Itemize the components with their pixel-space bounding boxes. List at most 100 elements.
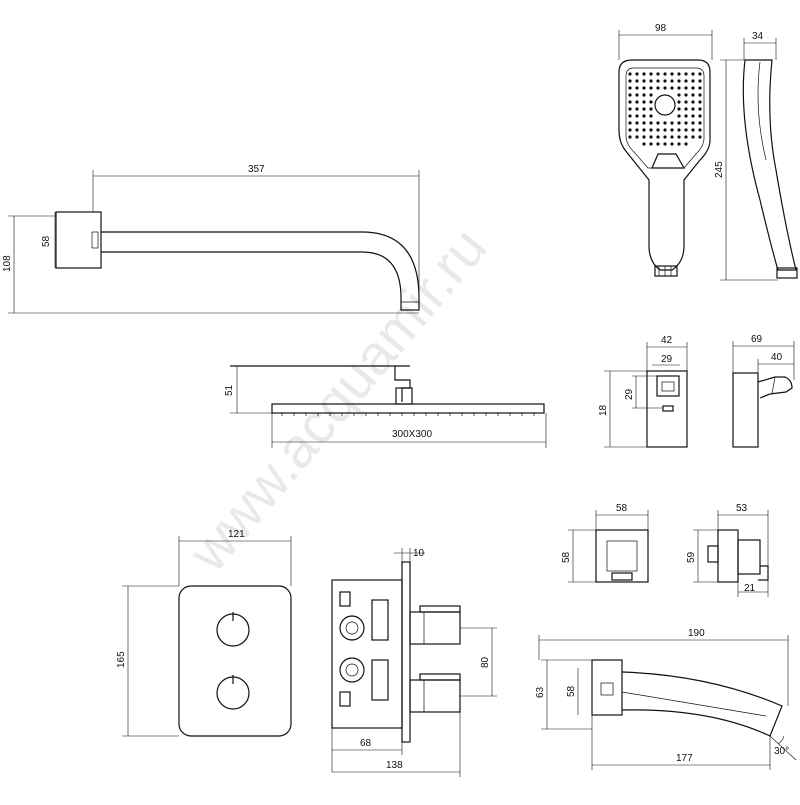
spray-nozzle — [642, 128, 646, 132]
mixer-body-drawing: 10 80 68 138 — [331, 548, 497, 777]
spray-nozzle — [635, 121, 639, 125]
spray-nozzle — [684, 135, 688, 139]
dim-head-width: 98 — [655, 23, 667, 34]
dim-spout-angle: 30° — [774, 746, 789, 757]
spray-nozzle — [628, 100, 632, 104]
spray-nozzle — [684, 93, 688, 97]
dim-spout-length: 190 — [688, 628, 705, 639]
dim-outlet-side: 59 — [686, 551, 697, 563]
dim-spout-height: 63 — [535, 686, 546, 698]
spray-nozzle — [649, 135, 653, 139]
holder-front-drawing: 42 29 29 18 — [598, 335, 688, 448]
spray-nozzle — [691, 135, 695, 139]
spray-nozzle — [635, 79, 639, 83]
spray-nozzle — [628, 128, 632, 132]
spray-nozzle — [670, 128, 674, 132]
spray-nozzle — [698, 128, 702, 132]
hand-shower-front-drawing: 98 — [618, 23, 713, 277]
spray-nozzle — [677, 93, 681, 97]
spray-nozzle — [663, 121, 667, 125]
dim-rain-size: 300X300 — [392, 429, 432, 440]
spray-nozzle — [677, 79, 681, 83]
spray-nozzle — [684, 128, 688, 132]
dim-body-depth: 68 — [360, 738, 372, 749]
spray-nozzle — [628, 72, 632, 76]
spray-nozzle — [684, 107, 688, 111]
watermark: www.acquamir.ru — [175, 216, 498, 584]
spray-nozzle — [677, 86, 681, 90]
rain-plate — [271, 403, 545, 414]
dim-head-depth: 34 — [752, 31, 764, 42]
spray-nozzle — [684, 121, 688, 125]
spray-nozzle — [698, 86, 702, 90]
dim-holder-side: 29 — [624, 388, 635, 400]
dim-panel-width: 121 — [228, 529, 245, 540]
dim-outlet-nipple: 21 — [744, 583, 756, 594]
spray-nozzle — [642, 100, 646, 104]
spray-nozzle — [691, 86, 695, 90]
thermostat-panel-drawing: 121 165 — [116, 529, 292, 737]
spray-nozzle — [677, 100, 681, 104]
spray-nozzle — [628, 135, 632, 139]
spray-nozzle — [642, 107, 646, 111]
dim-holder-depth-inner: 40 — [771, 352, 783, 363]
spray-nozzle — [698, 100, 702, 104]
spray-nozzle — [677, 121, 681, 125]
spray-nozzle — [677, 135, 681, 139]
spray-nozzle — [684, 100, 688, 104]
spray-nozzle — [649, 107, 653, 111]
hand-shower-head — [618, 59, 711, 271]
spray-nozzle — [691, 107, 695, 111]
spray-nozzle — [656, 128, 660, 132]
spray-nozzle — [642, 86, 646, 90]
dim-arm-length: 357 — [248, 164, 265, 175]
spray-nozzle — [628, 79, 632, 83]
dim-holder-inner: 29 — [661, 354, 673, 365]
spray-nozzle — [663, 86, 667, 90]
spray-nozzle — [656, 79, 660, 83]
spray-nozzle — [698, 121, 702, 125]
spray-nozzle — [684, 86, 688, 90]
spray-nozzle — [698, 79, 702, 83]
spray-nozzle — [698, 114, 702, 118]
spout-body — [621, 671, 783, 737]
spray-nozzle — [684, 72, 688, 76]
spray-nozzle — [670, 142, 674, 146]
dim-head-length: 245 — [714, 161, 725, 178]
rain-nozzles — [281, 413, 535, 416]
dim-body-spacing: 80 — [480, 656, 491, 668]
spray-nozzle — [691, 100, 695, 104]
spray-nozzle — [649, 121, 653, 125]
dim-holder-depth: 69 — [751, 334, 763, 345]
spray-nozzle — [691, 93, 695, 97]
dim-holder-width: 42 — [661, 335, 673, 346]
bath-spout-drawing: 190 63 58 177 30° — [535, 628, 797, 770]
spray-nozzle — [628, 86, 632, 90]
wall-arm-drawing: 357 58 108 — [2, 164, 420, 314]
spray-nozzle — [635, 107, 639, 111]
dim-outlet-width: 58 — [616, 503, 628, 514]
spray-nozzle — [684, 142, 688, 146]
spray-nozzle — [663, 142, 667, 146]
spray-nozzle — [691, 121, 695, 125]
outlet-plate — [595, 529, 649, 583]
spray-nozzle — [649, 142, 653, 146]
spray-nozzle — [663, 72, 667, 76]
outlet-side-drawing: 53 59 21 — [686, 503, 769, 597]
spray-nozzle — [698, 93, 702, 97]
spray-nozzle — [649, 86, 653, 90]
spray-nozzle — [642, 72, 646, 76]
cartridge-lower — [409, 679, 461, 713]
spray-nozzle — [649, 100, 653, 104]
spray-nozzle — [698, 72, 702, 76]
spray-nozzle — [691, 72, 695, 76]
arm-pipe — [101, 231, 420, 311]
spray-nozzle — [663, 128, 667, 132]
spray-nozzle — [635, 128, 639, 132]
hand-shower-side-drawing: 34 245 — [714, 31, 798, 281]
spray-nozzle — [677, 114, 681, 118]
cartridge-upper — [409, 611, 461, 645]
dim-spout-reach: 177 — [676, 753, 693, 764]
